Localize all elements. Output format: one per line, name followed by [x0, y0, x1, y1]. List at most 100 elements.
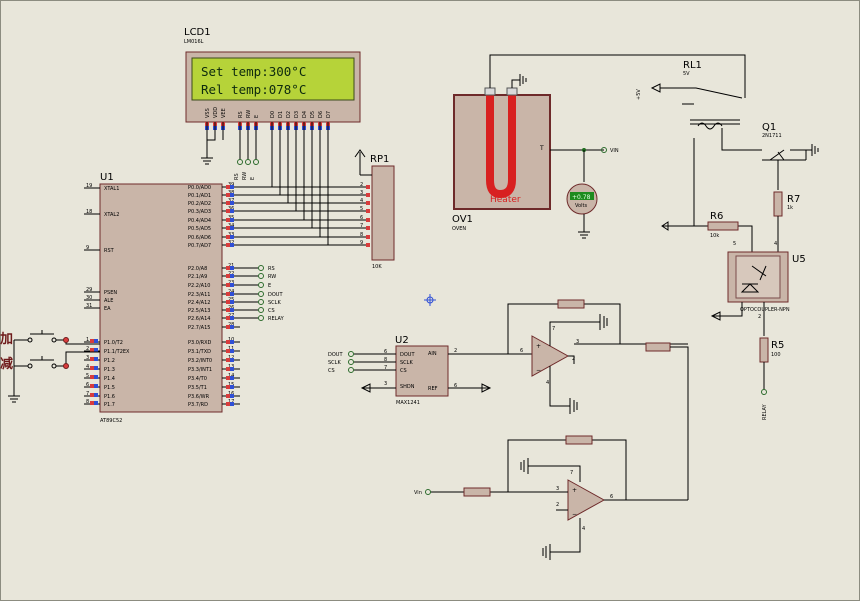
u2-pin-number: 8	[384, 357, 387, 363]
svg-text:+: +	[572, 487, 577, 494]
rp1-pin-number: 3	[360, 190, 363, 196]
resistor-r7[interactable]: R7 1k	[773, 191, 800, 252]
button-add-label: 加	[0, 332, 13, 347]
mcu-pin-marker	[230, 292, 234, 296]
u2-terminal	[348, 351, 354, 357]
mcu-pin-marker	[226, 394, 230, 398]
mcu-pin-name: P1.1/T2EX	[104, 349, 130, 355]
mcu-pin-marker	[230, 274, 234, 278]
voltmeter-unit: Volts	[575, 203, 587, 209]
mcu-pin-name: P0.7/AD7	[188, 243, 211, 249]
mcu-pin-name: P3.1/TXD	[188, 349, 211, 355]
oven-ov1[interactable]: Heater T OV1 OVEN VIN +0.78 Volts	[452, 54, 746, 239]
relay-value: 5V	[683, 71, 690, 77]
mcu-pin-number: 19	[86, 183, 92, 189]
svg-text:+: +	[536, 343, 541, 350]
heater-label: Heater	[490, 195, 521, 205]
mcu-pin-name: ALE	[104, 298, 113, 304]
mcu-pin-name: P3.0/RXD	[188, 340, 212, 346]
lcd-module[interactable]: LCD1 LM016L Set temp:300°C Rel temp:078°…	[184, 27, 361, 130]
optocoupler-u5[interactable]: U5 OPTOCOUPLER-NPN 5 4 1 2	[710, 241, 806, 336]
rp1-pin-number: 9	[360, 240, 363, 246]
mcu-pin-name: P0.4/AD4	[188, 218, 211, 224]
mcu-pin-marker	[230, 340, 234, 344]
mcu-pin-name: XTAL1	[104, 186, 119, 192]
mcu-pin-marker	[226, 274, 230, 278]
port2-net-label: RS	[268, 266, 275, 272]
mcu-pin-marker	[94, 348, 98, 352]
mcu-pin-name: P3.6/WR	[188, 394, 210, 400]
resistor-r5[interactable]: R5 100 RELAY	[759, 337, 784, 420]
mcu-pin-marker	[230, 193, 234, 197]
mcu-pin-name: P1.0/T2	[104, 340, 123, 346]
mcu-pin-marker	[230, 209, 234, 213]
mcu-pin-name: P1.4	[104, 376, 115, 382]
mcu-pin-name: P3.5/T1	[188, 385, 207, 391]
mcu-pin-marker	[226, 376, 230, 380]
transistor-q1[interactable]: Q1 2N1711	[762, 122, 819, 190]
mcu-pin-marker	[230, 243, 234, 247]
mcu-pin-name: P0.2/AD2	[188, 201, 211, 207]
mcu-pin-name: P0.3/AD3	[188, 209, 211, 215]
mcu-model: AT89C52	[100, 418, 122, 424]
lcd-model: LM016L	[184, 39, 204, 45]
mcu-pin-name: P0.5/AD5	[188, 226, 211, 232]
u2-pin-number: 3	[384, 381, 387, 387]
rp1-pin-marker	[366, 226, 370, 230]
port2-terminal	[258, 273, 264, 279]
mcu-pin-marker	[230, 218, 234, 222]
opamp1-feedback-resistor	[557, 299, 585, 309]
port2-terminal	[258, 315, 264, 321]
opamp1-p7: 7	[552, 326, 555, 332]
mcu-pin-marker	[230, 201, 234, 205]
mcu-pin-name: XTAL2	[104, 212, 119, 218]
relay-rl1[interactable]: RL1 5V +5V	[636, 60, 762, 226]
lcd-line-1: Set temp:300°C	[201, 64, 306, 79]
mcu-port0-pins: P0.0/AD039P0.1/AD138P0.2/AD237P0.3/AD336…	[188, 182, 240, 249]
rp1-pin-marker	[366, 218, 370, 222]
mcu-pin-name: P0.1/AD1	[188, 193, 211, 199]
oven-vin: VIN	[610, 148, 619, 154]
svg-text:RW: RW	[242, 172, 248, 180]
opamp1-p4: 4	[546, 380, 549, 386]
mcu-pin-marker	[94, 401, 98, 405]
rp1-pin-number: 4	[360, 198, 363, 204]
resistor-r6[interactable]: R6 10k	[661, 211, 753, 252]
opamp2-p7: 7	[570, 470, 573, 476]
r5-ref: R5	[771, 340, 784, 351]
adc-max1241[interactable]: U2 MAX1241 AIN REF 2 6 DOUT6DOUTSCLK8SCL…	[328, 335, 532, 406]
u5-model: OPTOCOUPLER-NPN	[740, 307, 790, 313]
mcu-pin-number: 8	[86, 399, 89, 405]
button-group[interactable]: 加 减	[0, 330, 100, 403]
mcu-pin-marker	[226, 316, 230, 320]
mcu-pin-name: P2.0/A8	[188, 266, 207, 272]
mcu-pin-marker	[226, 185, 230, 189]
mcu-pin-marker	[94, 375, 98, 379]
mcu-pin-number: 18	[86, 209, 92, 215]
rp1-pin-number: 6	[360, 215, 363, 221]
opamp-2[interactable]: +− 3 2 6 7 4 Vin	[414, 435, 688, 560]
u2-net-label: CS	[328, 368, 335, 374]
svg-text:−: −	[572, 511, 577, 518]
lcd-pin-name: VSS	[205, 108, 211, 118]
svg-text:RS: RS	[234, 173, 240, 180]
rp1-pin-marker	[366, 235, 370, 239]
u2-body	[395, 345, 449, 397]
mcu-pin-name: P2.1/A9	[188, 274, 207, 280]
lcd-control-nets: RS RW E	[234, 122, 259, 180]
mcu-pin-number: 9	[86, 245, 89, 251]
opamp2-p2: 2	[556, 502, 559, 508]
opamp-1[interactable]: +− 6 2 3 7 4	[507, 299, 689, 500]
port2-net-label: RELAY	[268, 316, 285, 322]
port2-terminal	[258, 307, 264, 313]
port2-net-label: CS	[268, 308, 275, 314]
mcu-port3-pins: P3.0/RXD10P3.1/TXD11P3.2/INT012P3.3/INT1…	[188, 337, 240, 408]
mcu-pin-marker	[226, 243, 230, 247]
r7-value: 1k	[787, 205, 793, 211]
lcd-ref: LCD1	[184, 27, 211, 38]
lcd-pin-name: VEE	[221, 108, 227, 118]
